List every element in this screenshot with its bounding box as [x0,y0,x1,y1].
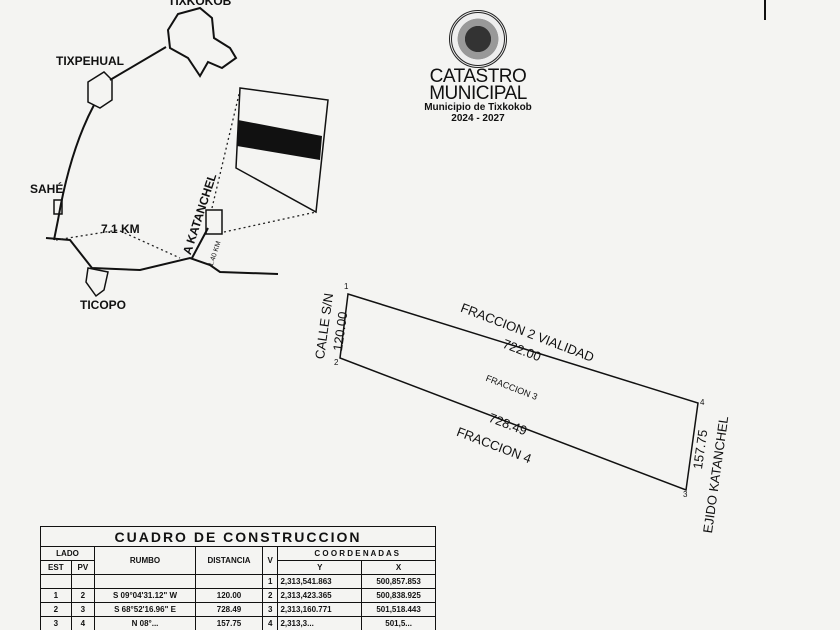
header-est: EST [40,560,72,575]
inset-dark-band [237,120,322,160]
cell-rumbo: S 68°52'16.96" E [94,602,197,617]
plot-polygon [339,293,699,492]
vertex-label: 1 [344,282,349,291]
logo-line2: MUNICIPAL [429,83,527,104]
construction-table: CUADRO DE CONSTRUCCION LADO RUMBO DISTAN… [39,526,436,630]
vertex-label: 3 [683,490,688,499]
cell-est [40,574,72,589]
town-sahe [53,199,63,215]
road-tixpehual-sahe [53,104,95,241]
parcel-marker [205,209,223,235]
cell-rumbo [94,574,197,589]
header-pv: PV [70,560,96,575]
logo-line3: Municipio de Tixkokob [424,102,532,113]
town-label-tixkokob: TIXKOKOB [168,0,232,8]
cell-y: 2,313,160.771 [277,602,363,617]
cell-rumbo: N 08°... [94,616,197,630]
vertex-label: 2 [334,358,339,367]
header-x: X [361,560,436,575]
cell-x: 501,5... [361,616,436,630]
logo-line1: CATASTRO [429,66,527,87]
cell-est: 3 [40,616,72,630]
cell-pv: 2 [70,588,96,603]
cell-v: 3 [262,602,279,617]
cell-distancia [195,574,264,589]
vertex-label: 4 [700,398,705,407]
header-v: V [262,546,279,575]
cell-x: 501,518.443 [361,602,436,617]
town-label-tixpehual: TIXPEHUAL [56,54,125,68]
header-lado: LADO [39,546,96,561]
cell-y: 2,313,3... [277,616,363,630]
cell-pv: 3 [70,602,96,617]
town-label-ticopo: TICOPO [80,298,127,312]
national-seal-icon [449,10,507,68]
cell-pv: 4 [70,616,96,630]
header-coordenadas: C O O R D E N A D A S [277,546,436,561]
road-sahe-ticopo [45,237,279,275]
logo-line4: 2024 - 2027 [451,113,505,124]
road-tixkokob-tixpehual [109,46,167,81]
cell-v: 1 [262,574,279,589]
header-rumbo: RUMBO [94,546,197,575]
table-title: CUADRO DE CONSTRUCCION [40,526,436,547]
distance-label: 7.1 KM [101,222,140,236]
town-tixkokob [166,6,238,78]
cell-v: 2 [262,588,279,603]
cell-v: 4 [262,616,279,630]
cell-distancia: 728.49 [195,602,264,617]
town-ticopo [85,267,109,298]
cell-rumbo: S 09°04'31.12" W [94,588,197,603]
town-label-sahe: SAHÉ [30,182,64,196]
cell-x: 500,838.925 [361,588,436,603]
cell-y: 2,313,423.365 [277,588,363,603]
cell-pv [70,574,96,589]
catastro-logo: CATASTRO MUNICIPAL Municipio de Tixkokob… [418,10,538,124]
cell-est: 2 [40,602,72,617]
cell-x: 500,857.853 [361,574,436,589]
town-tixpehual [87,71,113,109]
cell-y: 2,313,541.863 [277,574,363,589]
header-distancia: DISTANCIA [195,546,264,575]
header-y: Y [277,560,363,575]
cell-est: 1 [40,588,72,603]
cell-distancia: 120.00 [195,588,264,603]
cell-distancia: 157.75 [195,616,264,630]
